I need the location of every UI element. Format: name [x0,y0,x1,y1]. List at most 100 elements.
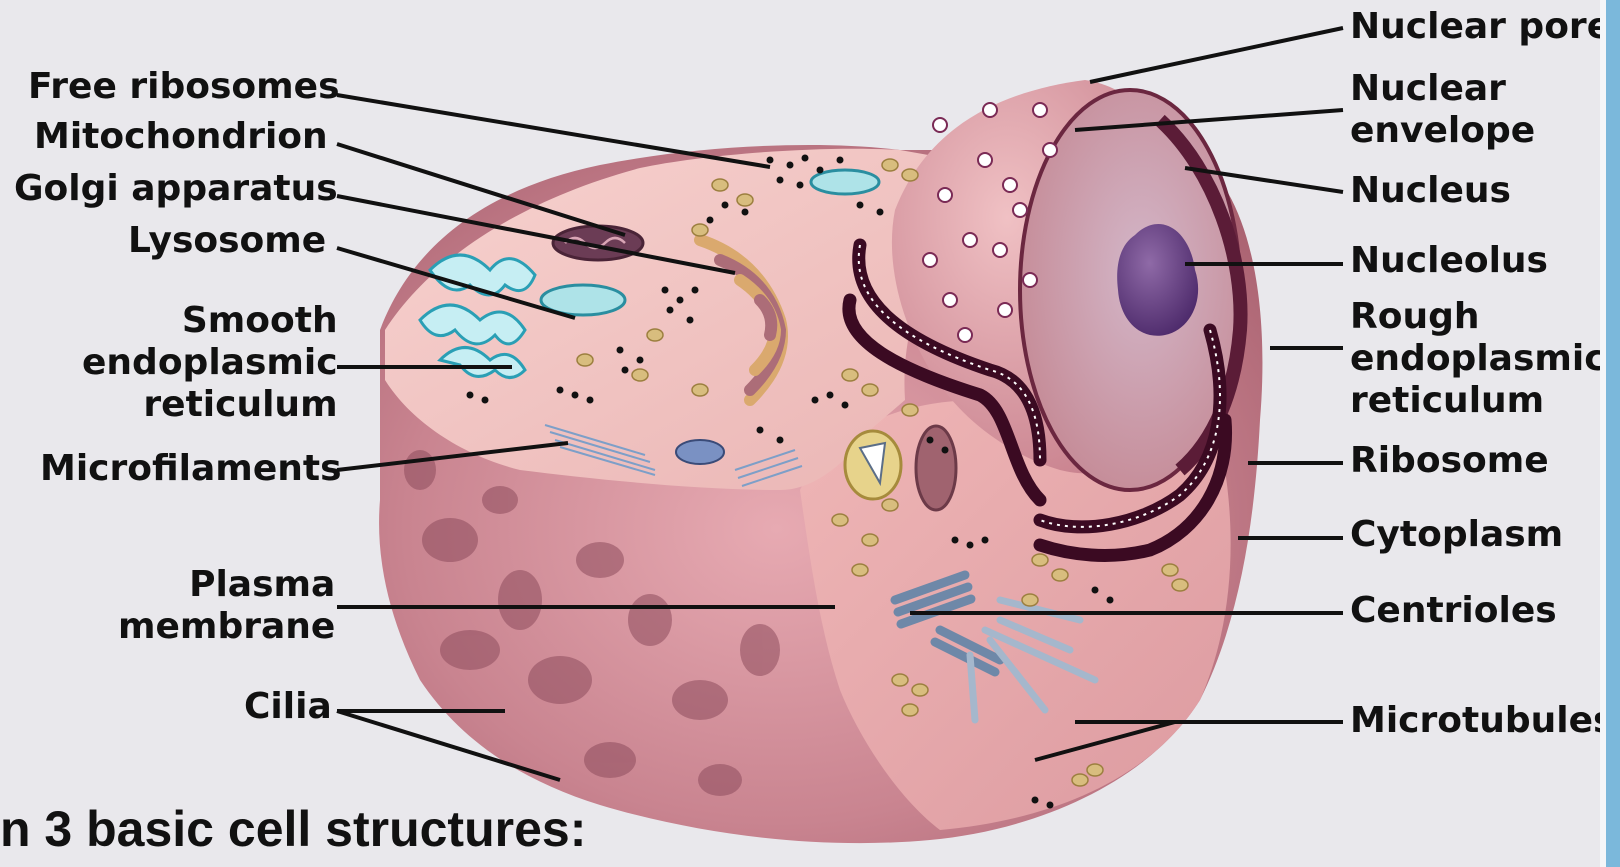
ribosome-dot [1047,802,1054,809]
ribosome-dot [622,367,629,374]
membrane-pit [740,624,780,676]
organelle-bead [912,684,928,696]
organelle-bead [632,369,648,381]
nuclear-pore-mark [923,253,937,267]
label-nuclear-pore: Nuclear pore [1350,6,1611,48]
ribosome-dot [482,397,489,404]
nuclear-pore-mark [1023,273,1037,287]
ribosome-dot [572,392,579,399]
organelle-bead [842,369,858,381]
line-free-ribosomes [337,95,770,167]
organelle-bead [1172,579,1188,591]
ribosome-dot [767,157,774,164]
organelle-bead [1022,594,1038,606]
organelle-bead [862,384,878,396]
ribosome-dot [637,357,644,364]
label-lysosome: Lysosome [128,220,326,262]
organelle-bead [647,329,663,341]
label-ribosome: Ribosome [1350,440,1549,482]
nuclear-pore-mark [993,243,1007,257]
membrane-pit [628,594,672,646]
membrane-pit [498,570,542,630]
label-plasma-membrane: Plasma membrane [118,564,335,648]
organelle-bead [852,564,868,576]
ribosome-dot [857,202,864,209]
membrane-pit [576,542,624,578]
ribosome-dot [667,307,674,314]
organelle-bead [862,534,878,546]
nuclear-pore-mark [998,303,1012,317]
organelle-bead [832,514,848,526]
label-cilia: Cilia [244,686,332,728]
label-nuclear-envelope: Nuclear envelope [1350,68,1535,152]
nuclear-pore-mark [1033,103,1047,117]
nuclear-pore-mark [1043,143,1057,157]
ribosome-dot [777,437,784,444]
ribosome-dot [812,397,819,404]
ribosome-dot [982,537,989,544]
vesicle-shape [845,431,901,499]
ribosome-dot [1092,587,1099,594]
ribosome-dot [802,155,809,162]
nuclear-pore-mark [983,103,997,117]
ribosome-dot [757,427,764,434]
ribosome-dot [677,297,684,304]
organelle-bead [1032,554,1048,566]
label-smooth-er: Smooth endoplasmic reticulum [82,300,338,426]
ribosome-dot [692,287,699,294]
label-golgi-apparatus: Golgi apparatus [14,168,338,210]
nuclear-pore-mark [933,118,947,132]
organelle-bead [902,704,918,716]
organelle-bead [882,159,898,171]
organelle-bead [1162,564,1178,576]
ribosome-dot [742,209,749,216]
organelle-bead [882,499,898,511]
ribosome-dot [877,209,884,216]
organelle-bead [1052,569,1068,581]
ribosome-dot [942,447,949,454]
membrane-pit [422,518,478,562]
ribosome-dot [837,157,844,164]
label-nucleolus: Nucleolus [1350,240,1548,282]
organelle-bead [1087,764,1103,776]
organelle-bead [577,354,593,366]
nuclear-pore-mark [958,328,972,342]
organelle-bead [1072,774,1088,786]
nuclear-pore-mark [938,188,952,202]
slide-edge-bar [1606,0,1620,867]
ribosome-dot [817,167,824,174]
ribosome-dot [842,402,849,409]
organelle-bead [737,194,753,206]
label-free-ribosomes: Free ribosomes [28,66,340,108]
label-rough-er: Rough endoplasmic reticulum [1350,296,1606,422]
ribosome-dot [827,392,834,399]
membrane-pit [584,742,636,778]
ribosome-dot [777,177,784,184]
membrane-pit [440,630,500,670]
ribosome-dot [617,347,624,354]
nuclear-pore-mark [978,153,992,167]
ribosome-dot [787,162,794,169]
ribosome-dot [722,202,729,209]
membrane-pit [528,656,592,704]
ribosome-dot [687,317,694,324]
organelle-bead [902,404,918,416]
label-centrioles: Centrioles [1350,590,1557,632]
line-nuclear-pore [1090,28,1343,82]
organelle-bead [892,674,908,686]
membrane-pit [404,450,436,490]
nuclear-pore-mark [1003,178,1017,192]
label-nucleus: Nucleus [1350,170,1511,212]
membrane-pit [672,680,728,720]
nuclear-pore-mark [1013,203,1027,217]
slide-caption: n 3 basic cell structures: [0,800,586,858]
ribosome-dot [467,392,474,399]
ribosome-dot [557,387,564,394]
membrane-pit [698,764,742,796]
nuclear-pore-mark [963,233,977,247]
label-cytoplasm: Cytoplasm [1350,514,1563,556]
ribosome-dot [662,287,669,294]
organelle-bead [712,179,728,191]
membrane-pit [482,486,518,514]
